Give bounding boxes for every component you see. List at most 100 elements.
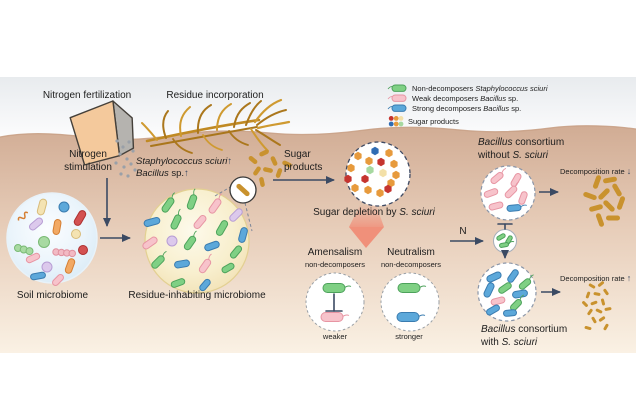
nitrogen-stimulation-label: Nitrogen stimulation	[64, 149, 112, 173]
residue-microbiome-bacteria	[142, 188, 248, 292]
bacterium-capsule	[25, 252, 41, 264]
bacillus-consortium-with-label: Bacillus consortium with S. sciuri	[481, 324, 568, 348]
residue-fragment	[253, 166, 261, 176]
species-increase-label: Staphylococcus sciuri↑ Bacillus sp.↑	[136, 156, 233, 179]
nitrogen-n-label: N	[459, 226, 467, 237]
nitrogen-fertilization-label: Nitrogen fertilization	[42, 90, 132, 101]
bacterium-capsule	[151, 250, 167, 269]
amensalism-circle	[305, 272, 365, 332]
bacterium-capsule	[512, 289, 528, 299]
residue-fragment	[259, 177, 265, 187]
soil-ground	[0, 125, 636, 353]
bacterium-capsule	[52, 274, 64, 286]
sugar-molecule	[371, 146, 379, 156]
bacterium-capsule	[73, 210, 87, 226]
bacterium-coccus	[78, 245, 88, 255]
bacterium-capsule	[64, 258, 76, 274]
residue-fragment	[598, 316, 606, 322]
stronger-label: stronger	[395, 332, 423, 341]
bacterium-capsule	[183, 230, 197, 251]
magnified-fragment-icon	[236, 183, 250, 197]
sugar-molecule	[344, 174, 352, 184]
decomposition-rate-down-label: Decomposition rate ↓	[560, 166, 632, 176]
bacterium-capsule	[198, 253, 212, 274]
bacterium-capsule	[503, 309, 517, 317]
bacterium-capsule	[229, 208, 243, 222]
residue-fragment	[583, 191, 597, 201]
bacterium-capsule	[221, 262, 235, 274]
bacterium-capsule	[170, 278, 186, 288]
bacterium-capsule	[506, 204, 527, 212]
sugar-dot	[393, 116, 399, 121]
neutralism-title: Neutralism	[387, 247, 435, 258]
bacterium-capsule	[490, 168, 507, 185]
bacterium-capsule	[193, 214, 207, 230]
legend-pink-capsule-icon	[387, 94, 407, 102]
residue-fragment	[275, 168, 283, 178]
residue-fragment	[585, 291, 591, 299]
residue-fragment	[603, 323, 609, 331]
non-decomposers-label-amensalism: non-decomposers	[304, 260, 366, 269]
bacterium-capsule	[490, 296, 506, 306]
sugar-depletion-label: Sugar depletion by S. sciuri	[313, 207, 435, 218]
bacterium-capsule	[142, 236, 158, 250]
bacterium-capsule	[499, 241, 515, 248]
sugar-molecule	[377, 157, 385, 167]
residue-fragment	[612, 183, 622, 197]
legend-green-capsule-icon	[387, 84, 407, 92]
bacterium-capsule	[320, 312, 350, 322]
residue-fragment	[248, 155, 258, 165]
weaker-label: weaker	[322, 332, 348, 341]
sugar-molecule	[392, 170, 400, 180]
capsule-body	[391, 84, 407, 92]
sugar-dot	[388, 121, 394, 127]
sugar-dot	[393, 121, 399, 127]
bacterium-capsule	[238, 227, 248, 243]
sugar-products-circle	[345, 141, 411, 207]
residue-fragment	[593, 292, 601, 296]
sugar-dot	[398, 116, 404, 121]
residue-fragment	[263, 167, 273, 173]
decomposition-rate-up-label: Decomposition rate ↑	[560, 273, 632, 283]
sugar-molecule	[361, 174, 369, 184]
bacterium-coccus	[166, 235, 178, 247]
bacterium-coccus	[58, 201, 70, 213]
bacterium-capsule	[52, 219, 62, 235]
residue-incorporation-label: Residue incorporation	[166, 90, 264, 101]
sugar-dot	[398, 121, 404, 127]
bacterium-capsule	[229, 245, 243, 259]
residue-fragment	[604, 307, 612, 311]
bacterium-capsule	[208, 193, 223, 214]
bacterium-coccus	[68, 249, 76, 258]
residue-microbiome-circle	[144, 188, 250, 294]
s-sciuri-inoculum-circle	[493, 229, 517, 253]
neutralism-bacteria	[396, 283, 427, 322]
residue-fragment	[603, 176, 617, 184]
inhibition-tbar-amensalism	[325, 293, 343, 312]
sugar-molecule	[385, 148, 393, 158]
sugar-products-label: Sugar products	[284, 149, 323, 173]
bacterium-capsule	[161, 192, 176, 213]
bacterium-spirillum	[17, 211, 29, 221]
capsule-body	[391, 94, 407, 102]
residue-fragment	[591, 316, 597, 324]
bacterium-capsule	[507, 269, 519, 283]
sugar-molecule	[366, 165, 374, 175]
sugar-molecules	[344, 146, 400, 198]
residue-fragment	[592, 175, 602, 189]
bacterium-capsule	[186, 188, 198, 210]
flow-arrows	[100, 176, 561, 296]
sugar-dot	[388, 116, 394, 121]
residue-fragment	[584, 325, 592, 331]
legend-item-non-decomposers: Non-decomposers Staphylococcus sciuri	[386, 83, 548, 93]
bacterium-coccus	[38, 236, 50, 248]
up-arrow-icon: ↑	[227, 156, 233, 167]
residue-fragment	[598, 188, 610, 200]
emphasis-arrow-down	[349, 227, 384, 248]
sugar-molecule	[364, 185, 372, 195]
sugar-molecule	[365, 156, 373, 166]
residue-fragments	[248, 149, 292, 187]
sugar-molecule	[390, 159, 398, 169]
